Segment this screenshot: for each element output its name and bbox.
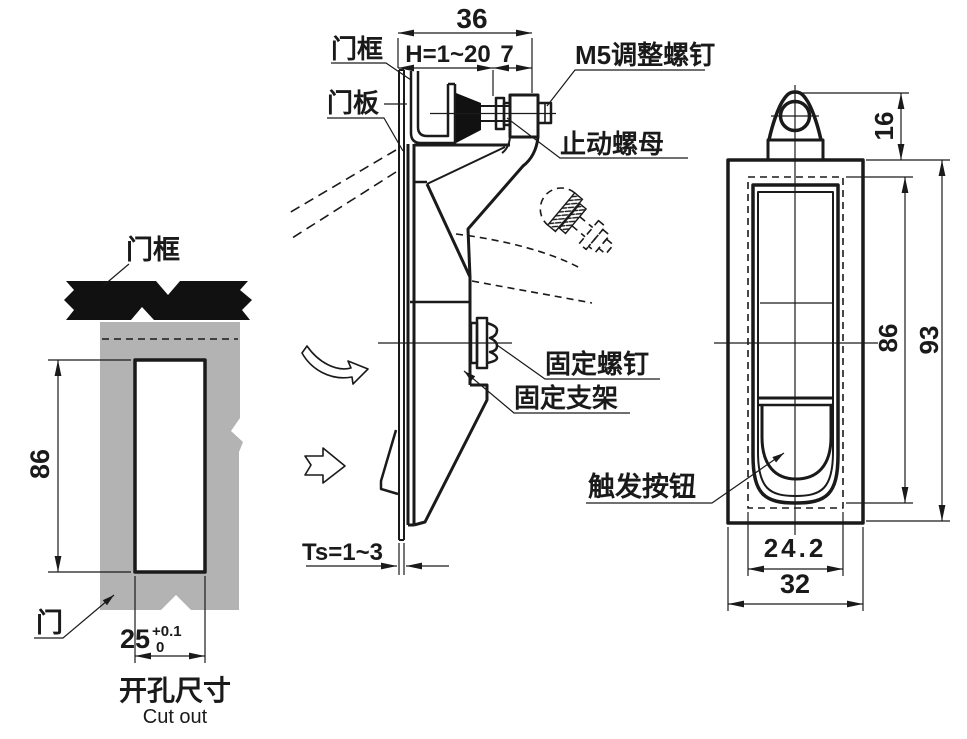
trigger-button-outline (760, 406, 833, 481)
leader-door (34, 594, 115, 639)
eye-hole (778, 99, 812, 133)
leader-fix-bracket (463, 370, 630, 414)
leader-stop-nut (506, 117, 688, 159)
label-trigger-button: 触发按钮 (588, 471, 696, 502)
rubber-cone (456, 93, 481, 143)
label-fix-screw: 固定螺钉 (545, 349, 649, 379)
adjust-screw-tip (536, 101, 553, 125)
dim-total-height-93: 93 (866, 160, 950, 522)
dim-total-width-32: 32 (727, 527, 864, 611)
caption-cutout-cn: 开孔尺寸 (119, 675, 231, 706)
leader-fix-screw (496, 344, 660, 380)
dim-offset-7: 7 (493, 41, 532, 72)
dim-tol-upper: +0.1 (152, 623, 182, 640)
dim-text-32: 32 (780, 569, 810, 599)
front-view: 16 86 93 24.2 32 触发按钮 (586, 85, 950, 611)
dim-text-7: 7 (500, 41, 513, 68)
dim-eye-16: 16 (801, 92, 950, 161)
push-arrow (304, 447, 346, 484)
leader-door-frame-mid (331, 62, 412, 81)
ext-line (727, 527, 864, 611)
leader-adjust-screw (546, 69, 705, 107)
label-fix-bracket: 固定支架 (514, 383, 618, 413)
dim-text-86: 86 (25, 449, 55, 479)
label-door-frame-left: 门框 (126, 235, 180, 265)
label-door-panel: 门板 (327, 88, 379, 118)
dim-text-Ts: Ts=1~3 (302, 539, 383, 566)
leader-door-panel (327, 117, 404, 152)
label-stop-nut: 止动螺母 (560, 129, 664, 159)
dim-text-242: 24.2 (764, 533, 827, 563)
flip-handle (751, 183, 840, 505)
ext-line (398, 543, 405, 575)
dim-text-93: 93 (914, 326, 944, 355)
open-position-screw (539, 187, 615, 255)
padlock-eye (766, 90, 825, 162)
leader-door-frame-left (102, 263, 130, 287)
label-adjust-screw: M5调整螺钉 (575, 40, 715, 70)
fixing-screw (378, 316, 512, 370)
eye-base (766, 138, 825, 162)
cutout-opening (133, 358, 207, 574)
door-frame-channel (409, 71, 457, 145)
ext-line (747, 512, 844, 576)
eye-dome (767, 90, 823, 141)
dim-text-36: 36 (456, 3, 487, 34)
door-frame-section (64, 281, 252, 320)
open-position-dashed (288, 149, 593, 304)
dim-text-25: 25 (120, 624, 150, 654)
trigger-lip-wedge (379, 429, 399, 496)
swing-arrow (301, 345, 369, 385)
dim-thickness-Ts: Ts=1~3 (302, 539, 449, 575)
dim-text-86: 86 (873, 324, 903, 353)
dim-cutout-width: 25 +0.1 0 (120, 576, 206, 663)
side-view: 36 H=1~20 7 Ts=1~3 门框 门板 M5调整螺钉 止动螺母 固 (288, 3, 715, 575)
dim-text-16: 16 (869, 112, 899, 141)
cutout-view: 86 25 +0.1 0 门框 门 开孔尺寸 Cut out (25, 235, 252, 728)
dim-gap-H: H=1~20 (398, 41, 494, 96)
dim-inner-height-86: 86 (846, 176, 913, 504)
caption-cutout-en: Cut out (143, 706, 208, 728)
dim-cutout-height: 86 (25, 359, 131, 573)
label-door: 门 (36, 608, 63, 638)
label-door-frame-mid: 门框 (331, 34, 383, 64)
leader-trigger-button (586, 452, 785, 504)
dim-text-H: H=1~20 (405, 41, 490, 68)
dim-total-36: 36 (397, 3, 533, 93)
cutout-dashed-outline (747, 176, 844, 509)
dim-tol-lower: 0 (156, 639, 164, 656)
dim-inner-width-242: 24.2 (747, 512, 844, 576)
